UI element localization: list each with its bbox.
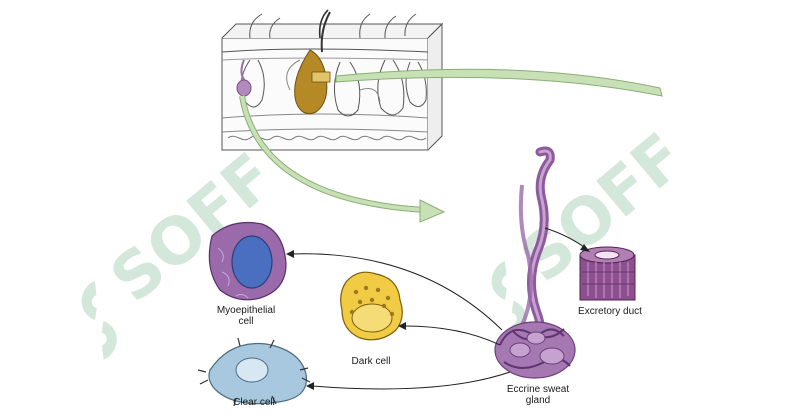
- green-arrowhead-icon: [419, 199, 446, 223]
- label-eccrine-sweat-gland: Eccrine sweat gland: [506, 384, 570, 406]
- eccrine-gland: [494, 146, 576, 379]
- arrow-to-clear-cell: [311, 371, 511, 390]
- hair-follicle: [294, 11, 331, 115]
- excretory-duct: [579, 246, 636, 301]
- skin-cross-section: [221, 9, 444, 151]
- label-myoepithelial-cell: Myoepithelial cell: [216, 305, 276, 327]
- arrowhead-icon: [580, 244, 590, 252]
- sweep-arrow-right: [335, 68, 663, 97]
- skin-sweat-gland: [236, 59, 252, 97]
- label-excretory-duct: Excretory duct: [578, 306, 642, 317]
- clear-cell: [197, 337, 311, 407]
- label-clear-cell: Clear cell: [233, 397, 275, 408]
- arrow-to-dark-cell: [403, 325, 501, 346]
- arrowhead-icon: [398, 322, 406, 330]
- arrowhead-icon: [286, 250, 294, 258]
- myoepithelial-cell: [208, 221, 287, 301]
- label-dark-cell: Dark cell: [351, 356, 391, 367]
- arrowhead-icon: [306, 382, 314, 390]
- dark-cell: [340, 271, 403, 341]
- watermark-logo-icon: [81, 280, 117, 360]
- arrow-to-myoepithelial: [291, 253, 503, 331]
- watermark-logo-icon: [491, 260, 527, 340]
